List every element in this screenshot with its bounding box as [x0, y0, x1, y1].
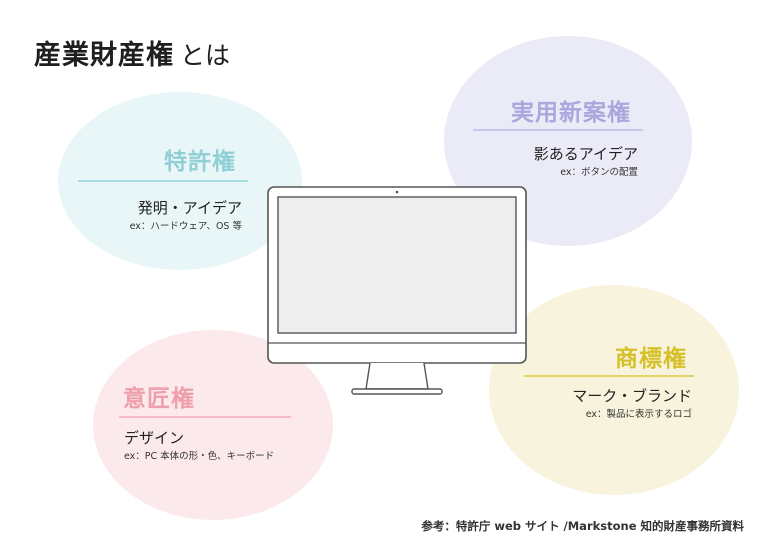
title-suffix: とは	[180, 41, 231, 70]
trademark-title: 商標権	[615, 346, 687, 372]
title-main: 産業財産権	[34, 40, 174, 71]
design-title: 意匠権	[123, 386, 195, 412]
patent-title: 特許権	[164, 149, 236, 175]
patent-underline	[78, 180, 248, 182]
monitor-base	[351, 388, 443, 395]
utility-model-underline	[473, 129, 643, 131]
page-title: 産業財産権とは	[34, 38, 230, 74]
patent-subtitle: 発明・アイデア	[137, 199, 242, 217]
design-underline	[119, 416, 291, 418]
monitor-screen	[277, 196, 517, 334]
utility-model-title: 実用新案権	[511, 100, 631, 126]
trademark-bubble	[489, 285, 739, 495]
trademark-underline	[524, 375, 694, 377]
patent-example: ex：ハードウェア、OS 等	[129, 221, 242, 232]
utility-model-example: ex：ボタンの配置	[560, 167, 638, 178]
monitor-illustration	[267, 186, 527, 395]
design-subtitle: デザイン	[124, 429, 185, 447]
trademark-example: ex：製品に表示するロゴ	[585, 409, 692, 420]
source-footnote: 参考：特許庁 web サイト /Markstone 知的財産事務所資料	[421, 519, 744, 533]
trademark-subtitle: マーク・ブランド	[572, 387, 692, 405]
design-example: ex：PC 本体の形・色、キーボード	[124, 451, 275, 462]
monitor-stand	[365, 362, 429, 390]
utility-model-subtitle: 影あるアイデア	[533, 145, 638, 163]
camera-dot	[395, 190, 399, 194]
